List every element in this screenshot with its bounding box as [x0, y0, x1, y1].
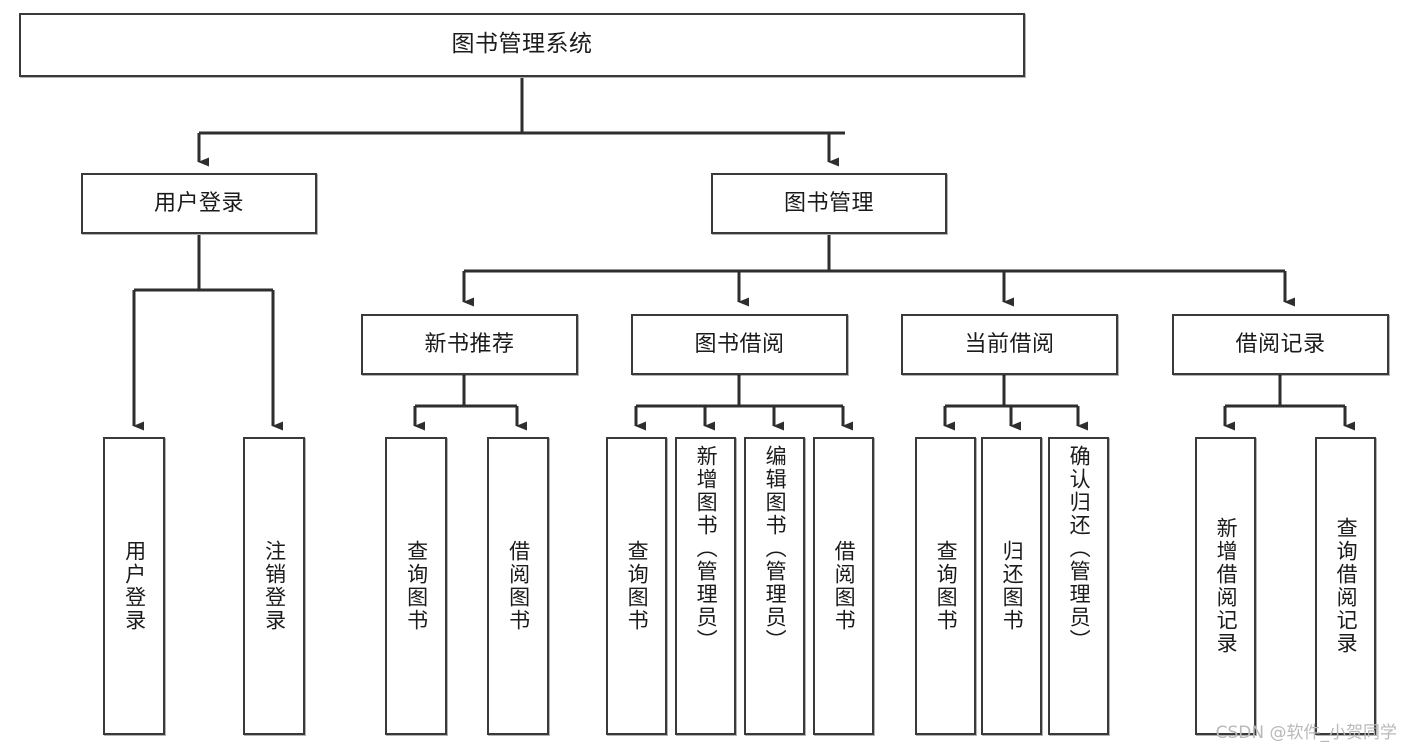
node-leaf-add-book-label: 新增图书（管理员）: [694, 445, 719, 652]
node-leaf-query-book-3[interactable]: 查询图书: [915, 437, 976, 735]
node-leaf-user-login[interactable]: 用户登录: [103, 437, 165, 735]
node-leaf-user-login-label: 用户登录: [122, 540, 147, 632]
node-leaf-borrow-book-1[interactable]: 借阅图书: [487, 437, 549, 735]
node-leaf-borrow-book-2[interactable]: 借阅图书: [813, 437, 874, 735]
node-root[interactable]: 图书管理系统: [19, 13, 1025, 77]
node-leaf-add-record-label: 新增借阅记录: [1214, 517, 1239, 655]
node-leaf-query-book-2[interactable]: 查询图书: [606, 437, 667, 735]
node-new-book-rec-label: 新书推荐: [424, 331, 515, 357]
node-leaf-borrow-book-1-label: 借阅图书: [506, 540, 531, 632]
node-leaf-query-book-2-label: 查询图书: [625, 540, 650, 632]
node-borrow-record[interactable]: 借阅记录: [1172, 314, 1389, 375]
node-book-manage-label: 图书管理: [783, 190, 874, 216]
node-leaf-logout-label: 注销登录: [262, 540, 287, 632]
node-leaf-query-record-label: 查询借阅记录: [1334, 517, 1359, 655]
node-leaf-return-book[interactable]: 归还图书: [981, 437, 1042, 735]
node-leaf-query-book-1[interactable]: 查询图书: [385, 437, 447, 735]
node-leaf-edit-book[interactable]: 编辑图书（管理员）: [744, 437, 805, 735]
node-leaf-add-book[interactable]: 新增图书（管理员）: [675, 437, 736, 735]
node-root-label: 图书管理系统: [451, 31, 593, 58]
csdn-watermark: CSDN @软件_小贺同学: [1215, 723, 1397, 743]
node-book-borrow-label: 图书借阅: [694, 331, 785, 357]
node-leaf-query-book-3-label: 查询图书: [934, 540, 959, 632]
node-book-manage[interactable]: 图书管理: [711, 173, 947, 234]
node-current-borrow[interactable]: 当前借阅: [901, 314, 1118, 375]
node-leaf-confirm-return-label: 确认归还（管理员）: [1067, 445, 1092, 652]
node-user-login-label: 用户登录: [153, 190, 244, 216]
node-leaf-confirm-return[interactable]: 确认归还（管理员）: [1048, 437, 1109, 735]
node-leaf-logout[interactable]: 注销登录: [243, 437, 305, 735]
node-borrow-record-label: 借阅记录: [1235, 331, 1326, 357]
node-new-book-rec[interactable]: 新书推荐: [361, 314, 578, 375]
node-current-borrow-label: 当前借阅: [964, 331, 1055, 357]
node-leaf-edit-book-label: 编辑图书（管理员）: [763, 445, 788, 652]
node-user-login[interactable]: 用户登录: [81, 173, 317, 234]
node-leaf-return-book-label: 归还图书: [1000, 540, 1025, 632]
node-leaf-query-record[interactable]: 查询借阅记录: [1315, 437, 1376, 735]
node-leaf-borrow-book-2-label: 借阅图书: [832, 540, 857, 632]
node-leaf-add-record[interactable]: 新增借阅记录: [1195, 437, 1256, 735]
node-book-borrow[interactable]: 图书借阅: [631, 314, 848, 375]
node-leaf-query-book-1-label: 查询图书: [404, 540, 429, 632]
